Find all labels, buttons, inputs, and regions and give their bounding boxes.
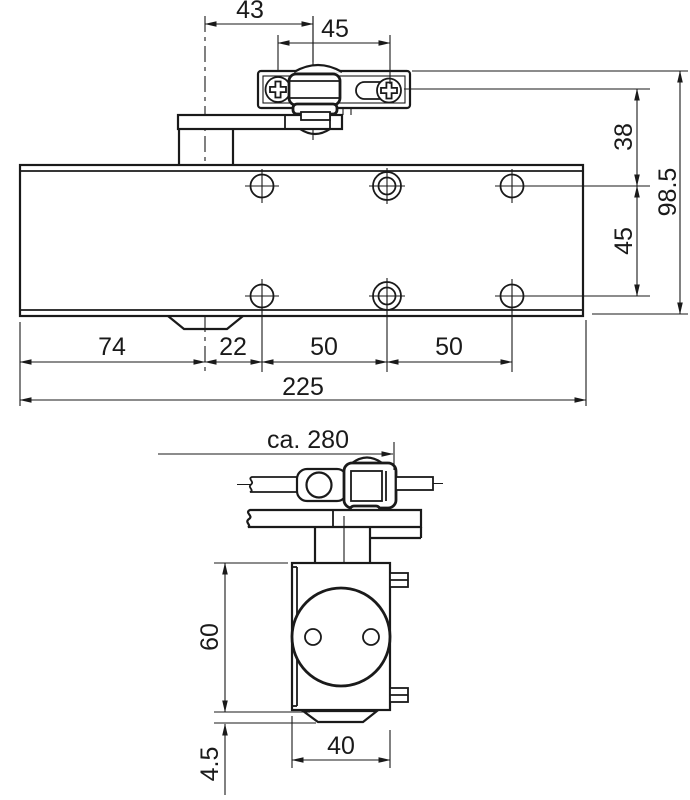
dim-label-50b: 50 [435,333,463,361]
pivot-cap-dome [293,63,343,73]
spindle-boss-bottom [167,315,244,331]
knuckle-pin [305,471,333,499]
right-rod [395,476,434,491]
end-cap-hole-right [362,628,380,646]
dim-label-22: 22 [219,333,247,361]
pivot-bracket-inner [350,470,383,502]
dim-label-98-5: 98.5 [654,168,682,217]
closer-body-top [18,163,585,331]
dimensions-top-view: 43 45 38 45 98.5 [19,0,688,406]
hole-mid-top [369,168,405,204]
dimensions-side-view: ca. 280 60 4.5 40 [158,426,395,795]
hole-left-top [245,169,279,203]
hole-right-top [495,169,529,203]
arm-linkage-side [237,456,443,517]
closer-body-outline [18,163,585,318]
dim-label-43: 43 [236,0,264,24]
dim-label-38: 38 [610,123,638,151]
dim-label-ca280: ca. 280 [267,426,349,454]
end-cap-hole-left [304,628,322,646]
left-rod-broken [248,476,302,493]
dim-label-60: 60 [196,623,224,651]
arm-bar-side [246,508,423,572]
foot-wedge [299,709,381,724]
phillips-cross-icon [269,80,287,99]
arm-bar-broken [246,508,423,529]
arm-pivot-boss [287,63,352,121]
pivot-boss-base [300,111,331,121]
phillips-cross-icon [380,81,398,100]
bracket-slot-screw-right [355,77,402,104]
mounting-bracket [256,63,412,121]
bracket-screw-left [264,76,292,103]
dim-label-45-top: 45 [321,15,349,43]
pivot-boss-body [287,72,342,107]
dim-label-50a: 50 [310,333,338,361]
dim-label-74: 74 [98,333,126,361]
arm-link-top [176,113,344,165]
valve-tab-bottom [389,687,409,703]
dim-label-45-right: 45 [610,227,638,255]
valve-tab-top [389,572,409,588]
end-cap-circle [290,586,392,688]
dim-label-40: 40 [327,732,355,760]
dim-label-225: 225 [282,373,324,401]
top-view: 43 45 38 45 98.5 [18,0,688,406]
side-view: ca. 280 60 4.5 40 [158,426,443,795]
dim-label-4-5: 4.5 [196,747,224,782]
pivot-underside-arc [299,128,331,136]
closer-body-side [290,561,409,724]
